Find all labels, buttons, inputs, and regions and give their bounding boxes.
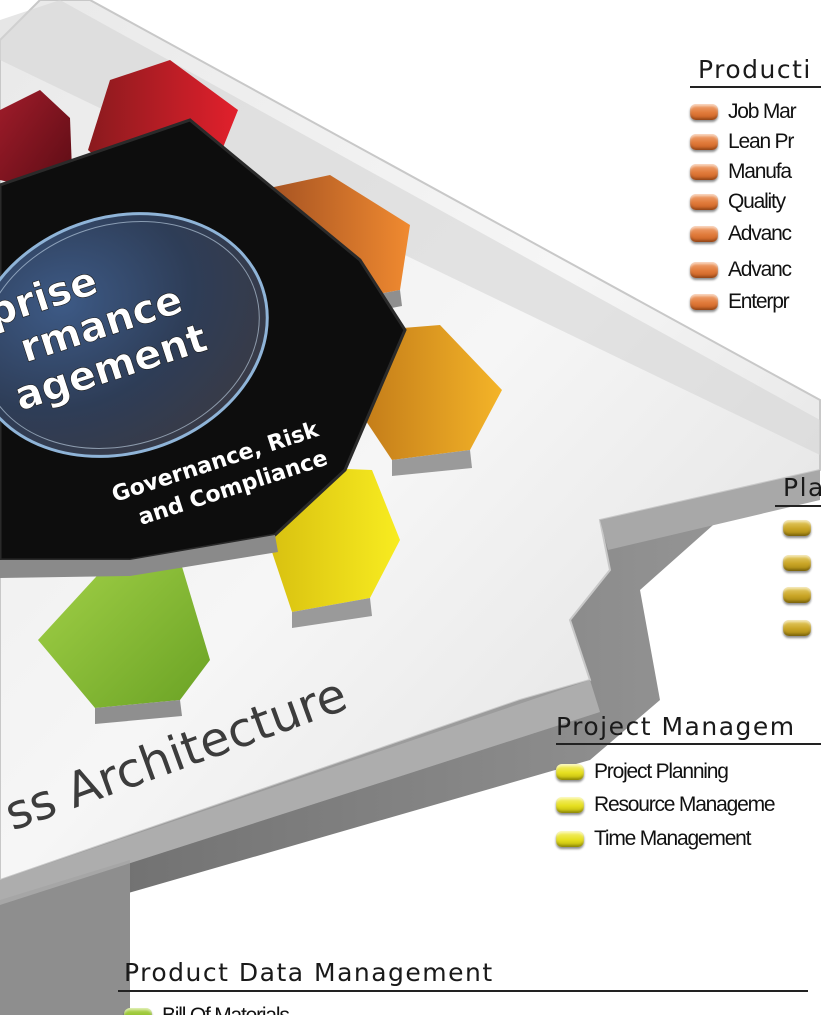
bullet-icon [124, 1008, 152, 1015]
bullet-icon [690, 262, 718, 278]
bullet-icon [783, 620, 811, 636]
bullet-icon [783, 520, 811, 536]
bullet-icon [783, 587, 811, 603]
list-item: Project Planning [556, 760, 729, 784]
heading-underline [690, 86, 821, 88]
bullet-icon [556, 797, 584, 813]
bullet-icon [783, 555, 811, 571]
list-item: Lean Pr [690, 130, 794, 154]
list-item: Quality [690, 190, 786, 214]
list-item [783, 587, 821, 603]
list-item: Bill Of Materials [124, 1004, 290, 1015]
bullet-icon [556, 831, 584, 847]
list-item [783, 620, 821, 636]
segment-green [38, 540, 210, 708]
list-item [783, 520, 821, 536]
section-heading-planning: Pla [783, 473, 821, 502]
heading-underline [775, 505, 821, 507]
platform-base-top [0, 680, 600, 905]
bullet-icon [690, 294, 718, 310]
list-item: Advanc [690, 258, 792, 282]
bullet-icon [690, 164, 718, 180]
section-heading-project-management: Project Managem [556, 712, 796, 741]
bullet-icon [690, 134, 718, 150]
bullet-icon [690, 226, 718, 242]
section-heading-production: Producti [698, 55, 812, 84]
platform-base [0, 860, 130, 1015]
heading-underline [556, 743, 821, 745]
list-item: Advanc [690, 222, 792, 246]
list-item: Time Management [556, 827, 751, 851]
bullet-icon [556, 764, 584, 780]
platform-edge-right [600, 470, 820, 550]
list-item: Manufa [690, 160, 792, 184]
list-item: Enterpr [690, 290, 790, 314]
list-item: Resource Manageme [556, 793, 776, 817]
list-item: Job Mar [690, 100, 797, 124]
bullet-icon [690, 104, 718, 120]
section-heading-product-data-management: Product Data Management [124, 958, 494, 987]
heading-underline [118, 990, 808, 992]
hub-disc [0, 212, 269, 458]
list-item [783, 555, 821, 571]
bullet-icon [690, 194, 718, 210]
